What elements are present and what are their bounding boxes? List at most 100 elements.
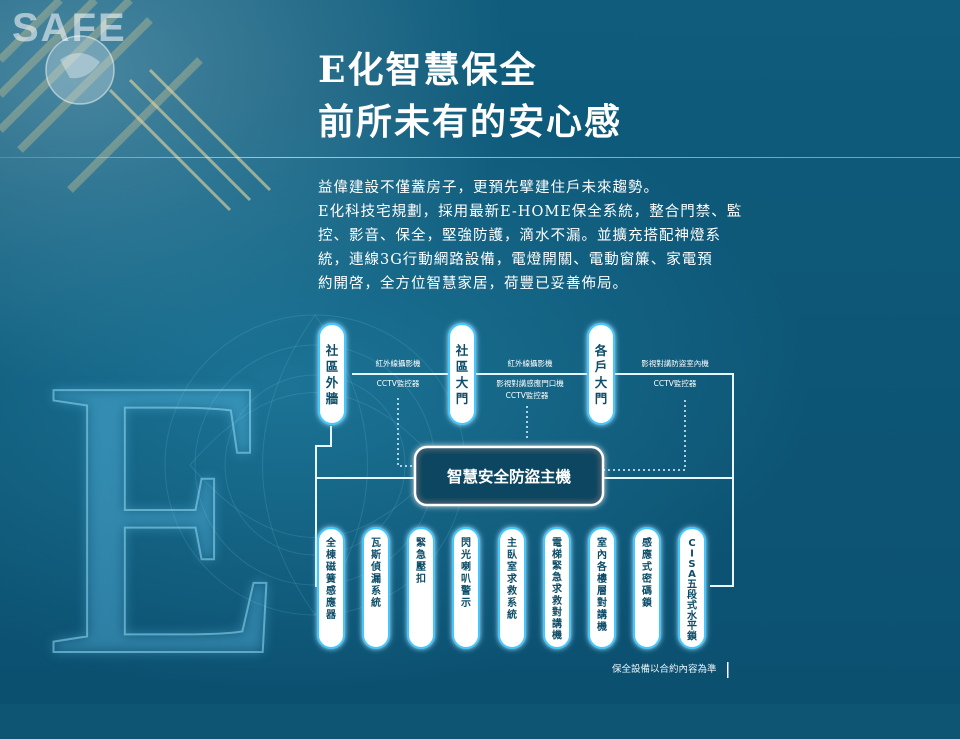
title-line-2: 前所未有的安心感 xyxy=(318,101,623,143)
char: 救 xyxy=(507,584,517,597)
bottom-node-6: 室內各樓層對講機 xyxy=(588,527,616,649)
char: 電 xyxy=(552,537,562,549)
top-node-community-wall: 社區外牆 xyxy=(318,323,346,425)
char: S xyxy=(688,559,695,570)
top-node-label-0: 社區外牆 xyxy=(325,343,339,406)
char: 磁 xyxy=(326,560,336,573)
top-node-label-1: 社區大門 xyxy=(455,343,469,406)
char: 外 xyxy=(325,375,339,390)
char: 五 xyxy=(687,579,697,591)
char: 各 xyxy=(594,343,608,358)
char: 對 xyxy=(597,596,607,609)
char: 碼 xyxy=(641,585,652,597)
char: 平 xyxy=(687,620,697,632)
link-2-line-2: 影視對講感應門口機 xyxy=(496,378,564,388)
char: 樓 xyxy=(597,572,607,585)
bottom-node-label: 瓦斯偵漏系統 xyxy=(370,537,381,609)
footnote-bar xyxy=(726,661,729,678)
char: 偵 xyxy=(370,560,381,573)
char: 社 xyxy=(325,343,339,358)
char: 光 xyxy=(460,548,471,561)
char: 應 xyxy=(642,548,652,561)
char: C xyxy=(688,538,695,549)
char: 式 xyxy=(642,560,652,573)
char: 緊 xyxy=(552,560,562,572)
char: 門 xyxy=(595,391,608,406)
bottom-node-pill xyxy=(633,527,661,649)
char: 室 xyxy=(597,536,607,549)
char: 區 xyxy=(326,359,339,374)
char: 段 xyxy=(687,588,697,601)
char: 大 xyxy=(595,375,608,390)
char: 機 xyxy=(597,620,607,633)
char: 主 xyxy=(507,536,517,549)
body-line-1: 益偉建設不僅蓋房子，更預先擘建住戶未來趨勢。 xyxy=(318,180,659,196)
bottom-node-2: 緊急壓扣 xyxy=(407,527,435,649)
char: 內 xyxy=(597,548,607,561)
bottom-node-pill xyxy=(498,527,526,649)
char: 棟 xyxy=(326,548,337,561)
char: 式 xyxy=(687,598,697,611)
dotted-link-1 xyxy=(397,398,416,467)
char: 講 xyxy=(552,617,562,630)
big-letter-e-decoration: E xyxy=(41,296,287,739)
char: 各 xyxy=(596,560,608,573)
body-line-2: E化科技宅規劃，採用最新E-HOME保全系統，整合門禁、監 xyxy=(318,204,743,220)
char: I xyxy=(690,548,694,559)
center-hub-node: 智慧安全防盜主機 xyxy=(413,445,605,507)
corner-decorative-art xyxy=(0,0,272,212)
center-hub-label: 智慧安全防盜主機 xyxy=(447,467,572,486)
char: 密 xyxy=(642,572,652,585)
footnote: 保全設備以合約內容為準 xyxy=(612,661,730,678)
char: 牆 xyxy=(326,391,339,406)
bottom-node-label: 全棟磁簧感應器 xyxy=(325,536,337,621)
dotted-connectors xyxy=(397,398,686,471)
bottom-node-pill xyxy=(317,527,345,649)
top-node-unit-door: 各戶大門 xyxy=(587,323,615,425)
title-line-1: E化智慧保全 xyxy=(318,49,538,91)
bottom-node-4: 主臥室求救系統 xyxy=(498,527,526,649)
bottom-node-label: 閃光喇叭警示 xyxy=(460,537,471,609)
bottom-node-1: 瓦斯偵漏系統 xyxy=(362,527,390,649)
link-1-line-2: CCTV監控器 xyxy=(377,378,420,388)
bottom-node-label: 緊急壓扣 xyxy=(416,537,426,585)
char: 臥 xyxy=(507,548,518,561)
bottom-node-label: 電梯緊急求救對講機 xyxy=(552,537,563,641)
top-node-label-2: 各戶大門 xyxy=(594,343,608,406)
bottom-node-pill xyxy=(678,527,706,649)
bottom-node-pill xyxy=(452,527,480,649)
char: 瓦 xyxy=(371,537,381,549)
header-divider xyxy=(0,157,960,158)
char: 系 xyxy=(371,584,381,597)
char: 求 xyxy=(552,582,563,595)
char: 水 xyxy=(686,609,698,622)
link-3-line-2: CCTV監控器 xyxy=(654,378,697,388)
char: 應 xyxy=(326,596,336,609)
bottom-node-7: 感應式密碼鎖 xyxy=(633,527,661,649)
char: 統 xyxy=(371,596,381,609)
char: 閃 xyxy=(461,537,471,549)
char: 簧 xyxy=(326,572,336,585)
char: 講 xyxy=(597,608,607,621)
bottom-node-pill xyxy=(588,527,616,649)
char: 系 xyxy=(507,596,517,609)
dotted-link-3 xyxy=(603,398,686,471)
footnote-text: 保全設備以合約內容為準 xyxy=(612,664,717,675)
char: 警 xyxy=(460,584,471,597)
char: 室 xyxy=(507,560,517,573)
char: 求 xyxy=(507,572,518,585)
link-labels: 紅外線攝影機 CCTV監控器 紅外線攝影機 影視對講感應門口機 CCTV監控器 … xyxy=(376,358,710,400)
char: 社 xyxy=(455,343,469,358)
char: 扣 xyxy=(416,572,426,585)
char: 示 xyxy=(461,597,471,609)
safe-watermark: SAFE xyxy=(12,6,127,50)
body-line-4: 統，連線3G行動網路設備，電燈開關、電動窗簾、家電預 xyxy=(318,252,713,268)
security-system-diagram: 社區外牆 社區大門 各戶大門 紅外線攝影機 CCTV監控器 紅外線攝影機 影視對… xyxy=(315,323,734,649)
char: 門 xyxy=(456,391,469,406)
link-2-line-3: CCTV監控器 xyxy=(506,390,549,400)
link-3-line-1: 影視對講防盜室內機 xyxy=(641,358,709,368)
char: A xyxy=(688,569,696,580)
top-node-community-gate: 社區大門 xyxy=(448,323,476,425)
char: 對 xyxy=(552,605,562,618)
